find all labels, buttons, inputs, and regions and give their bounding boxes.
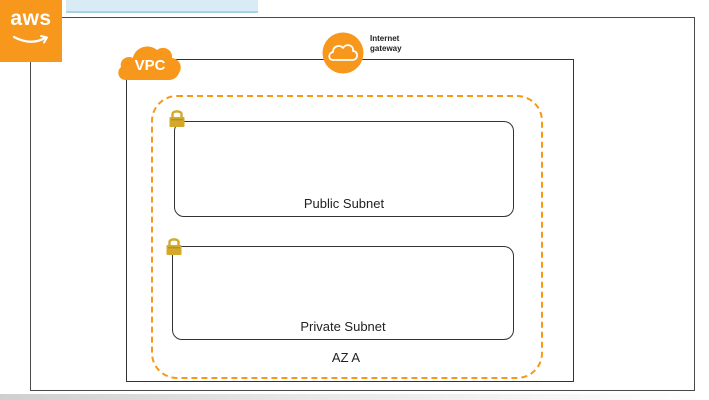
public-subnet-label: Public Subnet <box>303 196 385 211</box>
vpc-label: VPC <box>134 57 166 74</box>
internet-gateway-label: Internet gateway <box>370 34 402 53</box>
bottom-shadow <box>0 394 709 400</box>
aws-logo: aws <box>0 0 62 62</box>
vpc-cloud-shape <box>118 46 181 80</box>
availability-zone-label: AZ A <box>331 350 361 365</box>
public-subnet: Public Subnet <box>174 121 514 217</box>
cloud-gateway-icon <box>322 32 364 74</box>
private-subnet: Private Subnet <box>172 246 514 340</box>
aws-cloud-boundary <box>30 17 695 391</box>
lock-icon <box>165 236 183 256</box>
aws-smile-icon <box>12 35 48 44</box>
public-subnet-lock-shape <box>169 110 185 127</box>
private-subnet-lock-shape <box>166 238 182 255</box>
header-strip <box>66 0 258 13</box>
vpc-cloud-icon: VPC <box>116 41 184 81</box>
private-subnet-label: Private Subnet <box>300 319 386 334</box>
internet-gateway-icon <box>322 32 364 74</box>
availability-zone-boundary <box>151 95 543 379</box>
aws-logo-label: aws <box>10 7 52 30</box>
lock-icon <box>168 108 186 128</box>
